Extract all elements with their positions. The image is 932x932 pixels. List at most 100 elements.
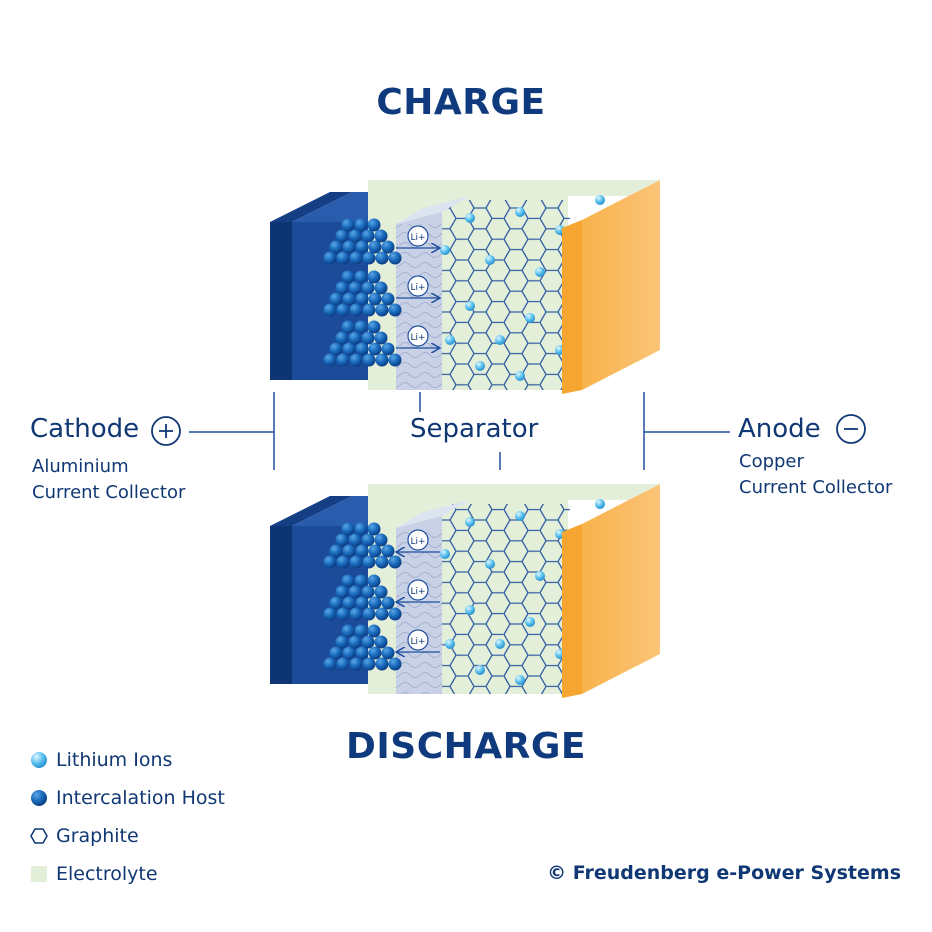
electrolyte-square-icon (31, 866, 47, 882)
charge-title: CHARGE (376, 82, 546, 123)
intercalation-host-sphere (349, 353, 363, 367)
discharge-title: DISCHARGE (346, 726, 586, 767)
li-ion-label: Li+ (410, 537, 425, 547)
intercalation-host-sphere (367, 218, 381, 232)
intercalation-host-sphere (388, 657, 402, 671)
intercalation-host-sphere (381, 646, 395, 660)
intercalation-host-sphere (329, 596, 343, 610)
intercalation-host-sphere (381, 240, 395, 254)
intercalation-host-sphere (342, 646, 356, 660)
graphite-lattice (440, 504, 570, 694)
intercalation-host-sphere (374, 331, 388, 345)
li-ion-badge (407, 325, 429, 347)
legend-item-graphite: Graphite (30, 824, 139, 848)
li-ion-label: Li+ (410, 283, 425, 293)
intercalation-host-sphere (329, 646, 343, 660)
intercalation-host-sphere (354, 320, 368, 334)
li-ion-badge (407, 275, 429, 297)
intercalation-host-sphere (381, 544, 395, 558)
intercalation-host-sphere (354, 270, 368, 284)
intercalation-host-sphere (323, 607, 337, 621)
cathode-collector-top (270, 192, 352, 222)
intercalation-host-sphere (336, 555, 350, 569)
li-ion-label: Li+ (410, 333, 425, 343)
intercalation-host-sphere (374, 635, 388, 649)
li-ion-label: Li+ (410, 587, 425, 597)
lithium-ion-sphere (465, 213, 475, 223)
lithium-ion-sphere (535, 571, 545, 581)
legend-label: Electrolyte (56, 863, 158, 885)
lithium-ion-sphere (515, 371, 525, 381)
intercalation-host-sphere (374, 533, 388, 547)
intercalation-host-sphere (368, 544, 382, 558)
intercalation-host-sphere (367, 320, 381, 334)
intercalation-host-sphere (362, 353, 376, 367)
light-blue-sphere-icon (31, 752, 47, 768)
intercalation-host-sphere (342, 292, 356, 306)
lithium-ion-sphere (475, 665, 485, 675)
intercalation-host-sphere (348, 635, 362, 649)
intercalation-host-sphere (374, 229, 388, 243)
separator-top (396, 500, 470, 528)
intercalation-host-sphere (388, 353, 402, 367)
connector-lines (189, 392, 730, 470)
anode-edge (562, 220, 582, 394)
intercalation-host-sphere (323, 303, 337, 317)
intercalation-host-sphere (362, 251, 376, 265)
intercalation-host-sphere (342, 342, 356, 356)
minus-icon (836, 414, 866, 444)
intercalation-host-sphere (336, 607, 350, 621)
intercalation-host-sphere (368, 292, 382, 306)
li-ion-badge (407, 629, 429, 651)
intercalation-host-sphere (381, 596, 395, 610)
legend-item-intercalation-host: Intercalation Host (30, 786, 225, 810)
dark-blue-sphere-icon (31, 790, 47, 806)
lithium-ion-sphere (445, 639, 455, 649)
intercalation-host-sphere (361, 331, 375, 345)
lithium-ion-sphere (495, 335, 505, 345)
intercalation-host-sphere (354, 218, 368, 232)
intercalation-host-sphere (335, 229, 349, 243)
cathode-sublabel: Aluminium Current Collector (32, 456, 186, 503)
legend-label: Lithium Ions (56, 749, 173, 771)
intercalation-host-sphere (348, 533, 362, 547)
separator-fibers (396, 528, 442, 694)
cathode-top (292, 192, 368, 222)
intercalation-host-sphere (349, 251, 363, 265)
intercalation-host-sphere (329, 342, 343, 356)
lithium-ion-sphere (440, 549, 450, 559)
intercalation-host-sphere (375, 251, 389, 265)
intercalation-host-sphere (362, 555, 376, 569)
intercalation-host-sphere (361, 229, 375, 243)
legend-label: Graphite (56, 825, 139, 847)
lithium-ion-sphere (595, 499, 605, 509)
intercalation-host-sphere (355, 292, 369, 306)
legend-item-lithium-ions: Lithium Ions (30, 748, 172, 772)
lithium-ion-sphere (595, 195, 605, 205)
li-ion-badge (407, 225, 429, 247)
lithium-ion-sphere (465, 517, 475, 527)
intercalation-host-sphere (374, 585, 388, 599)
intercalation-host-sphere (336, 303, 350, 317)
lithium-ion-sphere (495, 639, 505, 649)
intercalation-host-sphere (388, 555, 402, 569)
intercalation-host-sphere (368, 646, 382, 660)
cathode-label: Cathode (30, 414, 140, 444)
plus-icon (151, 416, 181, 446)
lithium-ion-sphere (515, 207, 525, 217)
anode-label: Anode (738, 414, 821, 444)
intercalation-host-sphere (355, 544, 369, 558)
intercalation-host-sphere (361, 281, 375, 295)
intercalation-host-sphere (367, 270, 381, 284)
separator-label: Separator (410, 414, 539, 444)
intercalation-host-sphere (367, 624, 381, 638)
intercalation-host-sphere (354, 624, 368, 638)
intercalation-host-sphere (341, 624, 355, 638)
intercalation-host-sphere (381, 342, 395, 356)
intercalation-host-sphere (335, 635, 349, 649)
intercalation-host-sphere (368, 596, 382, 610)
intercalation-host-sphere (336, 657, 350, 671)
lithium-ion-sphere (465, 301, 475, 311)
intercalation-host-sphere (336, 353, 350, 367)
